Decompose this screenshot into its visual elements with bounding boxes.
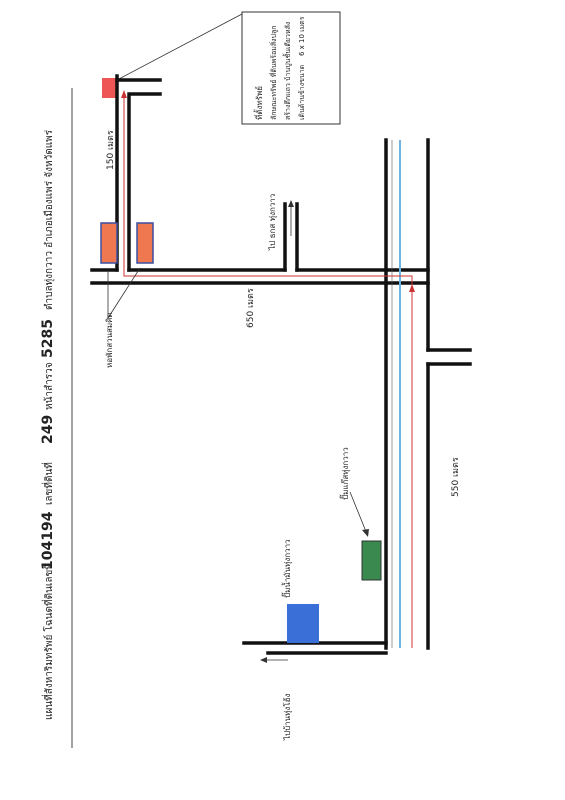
header-line-3: หน้าสำรวจ: [43, 362, 55, 410]
route-line: [121, 90, 415, 648]
to-school-label: ไป ธกส ทุ่งกวาว: [268, 194, 277, 251]
school-arrowhead: [288, 200, 294, 207]
header-line-4: ตำบลทุ่งกวาว อำเภอเมืองแพร่ จังหวัดแพร่: [43, 129, 55, 310]
roads: [90, 74, 472, 655]
header-deed-number: 104194: [40, 511, 56, 570]
property-leader-line: [116, 13, 243, 81]
info-line-3: เดินด้านข้างขนาด: [298, 65, 306, 120]
shophouse-left: [100, 222, 118, 264]
info-box: ที่ตั้งทรัพย์ ลักษณะทรัพย์ ที่ดินพร้อมสิ…: [241, 11, 341, 125]
to-village-label: ไปบ้านทุ่งโฮ้ง: [282, 694, 292, 742]
header-text: แผนที่สังหาริมทรัพย์ โฉนดที่ดินเลขที่ 10…: [40, 129, 56, 720]
distance-550: 550 เมตร: [451, 457, 461, 497]
gas-station-label: ปั๊มแก๊สทุ่งกวาว: [339, 447, 350, 500]
fuel-station-label: ปั๊มน้ำมันทุ่งกวาว: [281, 539, 292, 598]
property-marker: [102, 78, 118, 98]
header-line-1: แผนที่สังหาริมทรัพย์ โฉนดที่ดินเลขที่: [41, 563, 55, 720]
road-upper-right-edge: [127, 92, 162, 272]
header-line-2: เลขที่ดินที่: [41, 462, 55, 505]
village-arrowhead: [260, 657, 267, 663]
fuel-station-marker: [287, 604, 319, 643]
shophouse-label: หอพักสวนสมศิต: [105, 313, 114, 368]
gas-station-arrow: [349, 491, 368, 535]
gas-station-arrowhead: [362, 529, 369, 537]
shophouse-right: [136, 222, 154, 264]
info-size: 6 x 10 เมตร: [298, 16, 306, 56]
distance-150: 150 เมตร: [106, 130, 116, 170]
info-title: ที่ตั้งทรัพย์: [253, 86, 264, 120]
distance-650: 650 เมตร: [246, 288, 256, 328]
info-line-1: ลักษณะทรัพย์ ที่ดินพร้อมสิ่งปลูก: [269, 25, 278, 120]
header-survey-page: 5285: [40, 319, 56, 358]
info-line-2: สร้างตึกแถว บ้านปูนชั้นเดียวหลัง: [281, 22, 292, 120]
shophouse-arrow-2: [107, 267, 141, 319]
gas-station-marker: [361, 540, 382, 581]
header-land-number: 249: [40, 415, 56, 444]
